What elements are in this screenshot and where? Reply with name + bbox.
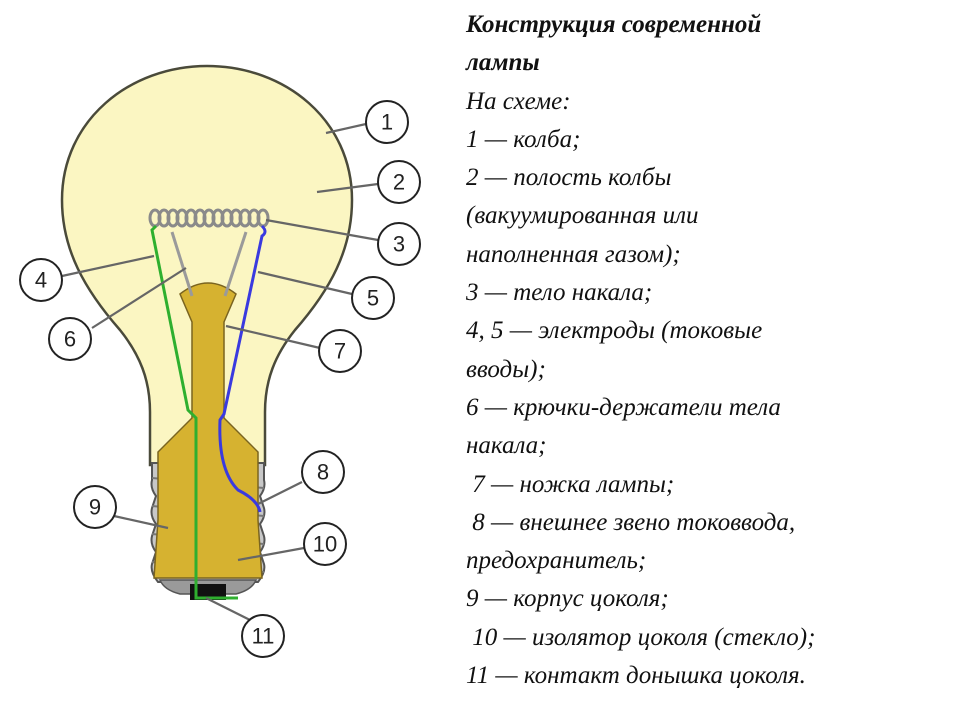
callout-2: 2 <box>377 160 421 204</box>
electrode-right <box>218 224 267 513</box>
callout-6-label: 6 <box>64 327 76 352</box>
legend-line: наполненная газом); <box>466 240 681 268</box>
legend-line: предохранитель; <box>466 547 647 575</box>
legend-text: Конструкция современной лампы На схеме: … <box>466 6 956 695</box>
legend-line: 9 — корпус цоколя; <box>466 585 669 613</box>
lamp-diagram: 1 2 3 4 5 6 7 8 9 10 11 <box>19 64 421 658</box>
lamp-stem <box>153 282 263 579</box>
bottom-contact <box>190 584 226 600</box>
legend-line: накала; <box>466 432 547 460</box>
callout-10-label: 10 <box>313 532 337 557</box>
electrode-left <box>150 224 238 600</box>
legend-line: 7 — ножка лампы; <box>466 470 675 498</box>
callout-1: 1 <box>365 100 409 144</box>
callout-8-label: 8 <box>317 460 329 485</box>
callout-2-label: 2 <box>393 170 405 195</box>
legend-line: 11 — контакт донышка цоколя. <box>466 662 806 690</box>
callout-9-label: 9 <box>89 495 101 520</box>
callout-4: 4 <box>19 258 63 302</box>
title-line-1: Конструкция современной <box>466 11 762 38</box>
callout-5: 5 <box>351 276 395 320</box>
callout-10: 10 <box>303 522 347 566</box>
callout-5-label: 5 <box>367 286 379 311</box>
filament-coil <box>148 208 270 228</box>
callout-1-label: 1 <box>381 110 393 135</box>
legend-line: 4, 5 — электроды (токовые <box>466 317 763 345</box>
legend-line: (вакуумированная или <box>466 202 699 230</box>
callout-8: 8 <box>301 450 345 494</box>
legend-line: 8 — внешнее звено токоввода, <box>466 508 796 536</box>
callout-7-label: 7 <box>334 339 346 364</box>
callout-9: 9 <box>73 485 117 529</box>
legend-line: 3 — тело накала; <box>466 279 653 307</box>
callout-7: 7 <box>318 329 362 373</box>
title-line-2: лампы <box>466 49 540 77</box>
callout-3: 3 <box>377 222 421 266</box>
callout-11-label: 11 <box>252 624 275 649</box>
legend-line: 6 — крючки-держатели тела <box>466 393 781 421</box>
legend-line: На схеме: <box>466 87 571 115</box>
legend-line: 2 — полость колбы <box>466 164 672 192</box>
callout-11: 11 <box>241 614 285 658</box>
callout-3-label: 3 <box>393 232 405 257</box>
leader-lines <box>61 122 379 621</box>
callout-4-label: 4 <box>35 268 47 293</box>
support-hooks <box>170 231 248 297</box>
legend-line: вводы); <box>466 355 546 383</box>
legend-line: 10 — изолятор цоколя (стекло); <box>466 623 816 651</box>
legend-line: 1 — колба; <box>466 125 581 153</box>
bulb-glass <box>60 64 354 467</box>
callout-6: 6 <box>48 317 92 361</box>
